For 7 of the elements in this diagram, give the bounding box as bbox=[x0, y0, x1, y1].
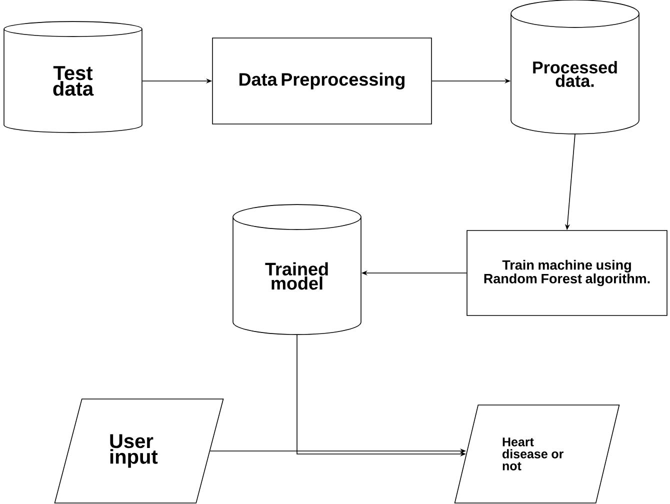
process-box: Train machine using Random Forest algorithm. bbox=[466, 230, 668, 316]
process-box: Data Preprocessing bbox=[212, 38, 432, 124]
database-cylinder: Trained model bbox=[232, 204, 362, 335]
input-output-parallelogram: User input bbox=[54, 398, 224, 504]
database-cylinder: Test data bbox=[4, 21, 142, 133]
input-output-parallelogram: Heart disease or not bbox=[454, 404, 620, 504]
database-cylinder: Processed data. bbox=[510, 0, 640, 134]
